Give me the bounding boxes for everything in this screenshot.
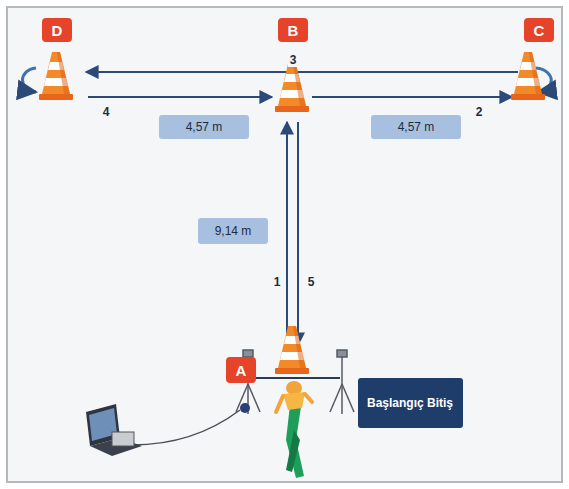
runner	[276, 381, 312, 478]
start-line	[246, 377, 340, 379]
laptop	[86, 404, 142, 456]
cone-letter: D	[42, 18, 72, 42]
cone-label: D	[52, 22, 63, 39]
cone	[39, 52, 73, 100]
cone	[511, 52, 545, 100]
sensor	[240, 403, 250, 413]
run-arrow	[88, 96, 272, 98]
box-text: 4,57 m	[398, 120, 435, 134]
cone-letter: B	[278, 18, 308, 42]
cable	[132, 410, 240, 445]
cone-label: B	[288, 22, 299, 39]
callout-number: 4	[101, 105, 112, 119]
cone	[275, 64, 309, 112]
distance-box: 4,57 m	[371, 115, 461, 139]
cone-label: C	[534, 22, 545, 39]
callout-number: 5	[306, 275, 317, 289]
turn-arrow	[23, 68, 37, 92]
timing-gate	[330, 350, 354, 414]
court-frame	[7, 7, 562, 482]
run-arrow	[297, 122, 299, 345]
run-arrow	[286, 122, 288, 345]
callout-number: 3	[288, 53, 299, 67]
cone-letter: C	[524, 18, 554, 42]
box-text: 4,57 m	[186, 120, 223, 134]
cone-letter: A	[226, 357, 256, 383]
distance-box: 4,57 m	[159, 115, 249, 139]
run-arrow	[86, 71, 518, 73]
start-finish-box: Başlangıç Bitiş	[358, 378, 463, 428]
cone	[275, 326, 309, 374]
box-text: 9,14 m	[215, 224, 252, 238]
distance-box: 9,14 m	[198, 218, 268, 244]
box-text: Başlangıç Bitiş	[367, 395, 453, 411]
cone-label: A	[236, 362, 247, 379]
run-arrow	[312, 96, 512, 98]
callout-number: 2	[474, 105, 485, 119]
callout-number: 1	[272, 275, 283, 289]
